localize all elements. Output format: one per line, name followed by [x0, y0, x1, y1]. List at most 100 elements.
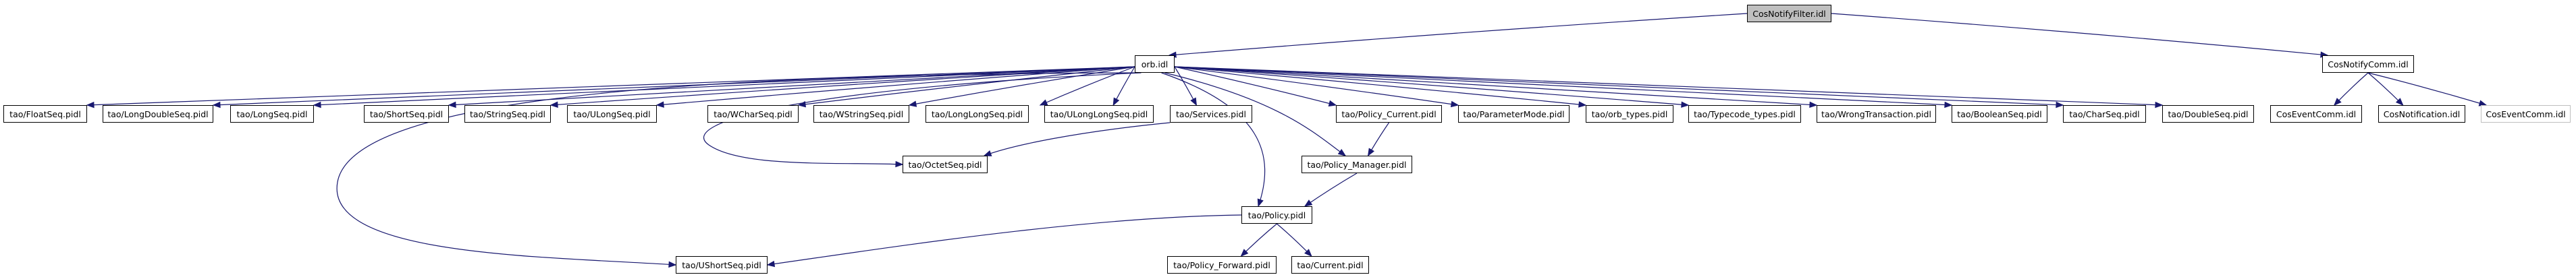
node-ushortseq-pidl[interactable]: tao/UShortSeq.pidl: [676, 256, 768, 274]
node-ulonglongseq-pidl[interactable]: tao/ULongLongSeq.pidl: [1044, 105, 1154, 123]
node-label: orb.idl: [1141, 59, 1169, 69]
edge-orb-to-parametermode: [1174, 66, 1459, 106]
edge-orb-to-typecode-types: [1174, 66, 1689, 106]
node-label: tao/StringSeq.pidl: [469, 109, 546, 119]
node-label: tao/ULongSeq.pidl: [573, 109, 651, 119]
edge-orb-to-policy-current-arrowhead: [1328, 100, 1337, 106]
node-policy-pidl[interactable]: tao/Policy.pidl: [1241, 206, 1312, 224]
edge-orb-to-orb-types-arrowhead: [1578, 101, 1587, 108]
edge-orb-to-orb-types: [1174, 66, 1586, 106]
edge-orb-to-booleanseq: [1174, 66, 1952, 106]
edge-orb-to-stringseq: [550, 66, 1135, 106]
edge-cosnotifycomm-to-coseventcomm-ext: [2367, 72, 2487, 106]
node-wcharseq-pidl[interactable]: tao/WCharSeq.pidl: [707, 105, 799, 123]
edge-orb-to-ushortseq-arrowhead: [668, 261, 677, 268]
edge-root-to-orb: [1169, 13, 1748, 56]
node-label: tao/Policy_Current.pidl: [1341, 109, 1437, 119]
node-label: CosNotifyComm.idl: [2328, 59, 2409, 69]
edge-policy-to-current-arrowhead: [1304, 249, 1312, 257]
edge-root-to-cosnotifycomm: [1831, 13, 2328, 56]
node-label: CosEventComm.idl: [2276, 109, 2357, 119]
edge-orb-to-wcharseq: [798, 66, 1135, 106]
node-orb-idl[interactable]: orb.idl: [1135, 55, 1175, 73]
node-label: tao/DoubleSeq.pidl: [2168, 109, 2249, 119]
node-coseventcomm-idl[interactable]: CosEventComm.idl: [2270, 105, 2362, 123]
node-cosnotifyfilter-idl[interactable]: CosNotifyFilter.idl: [1747, 5, 1831, 22]
edge-orb-to-wrongtransaction-arrowhead: [1809, 101, 1818, 109]
edge-orb-to-longseq-arrowhead: [313, 101, 321, 109]
edge-orb-to-ulongseq: [656, 66, 1135, 106]
edge-policy-to-ushortseq: [767, 214, 1242, 266]
node-policy-current-pidl[interactable]: tao/Policy_Current.pidl: [1336, 105, 1442, 123]
edge-orb-to-policy-current: [1174, 66, 1337, 106]
node-label: tao/Services.pidl: [1176, 109, 1246, 119]
node-label: tao/WrongTransaction.pidl: [1821, 109, 1931, 119]
node-label: tao/Typecode_types.pidl: [1694, 109, 1796, 119]
edge-orb-to-longlongseq-arrowhead: [1039, 99, 1048, 106]
node-label: tao/LongSeq.pidl: [236, 109, 308, 119]
node-policy-manager-pidl[interactable]: tao/Policy_Manager.pidl: [1302, 156, 1412, 173]
node-label: tao/ULongLongSeq.pidl: [1050, 109, 1148, 119]
edge-orb-to-typecode-types-arrowhead: [1681, 101, 1690, 108]
edge-orb-to-booleanseq-arrowhead: [1944, 101, 1953, 109]
node-longlongseq-pidl[interactable]: tao/LongLongSeq.pidl: [925, 105, 1029, 123]
node-label: tao/Policy.pidl: [1247, 210, 1306, 220]
node-typecode-types-pidl[interactable]: tao/Typecode_types.pidl: [1688, 105, 1801, 123]
node-floatseq-pidl[interactable]: tao/FloatSeq.pidl: [3, 105, 87, 123]
edge-orb-to-services-arrowhead: [1190, 97, 1198, 106]
node-doubleseq-pidl[interactable]: tao/DoubleSeq.pidl: [2162, 105, 2254, 123]
node-label: tao/UShortSeq.pidl: [682, 259, 761, 270]
node-label: tao/FloatSeq.pidl: [9, 109, 81, 119]
edge-services-to-octetseq: [984, 122, 1171, 156]
node-current-pidl[interactable]: tao/Current.pidl: [1291, 256, 1369, 274]
edge-orb-to-ulongseq-arrowhead: [655, 101, 664, 108]
node-label: tao/Current.pidl: [1297, 259, 1364, 270]
edge-services-to-octetseq-arrowhead: [983, 150, 992, 156]
edge-orb-to-stringseq-arrowhead: [549, 101, 558, 108]
node-label: tao/Policy_Forward.pidl: [1173, 259, 1270, 270]
edge-orb-to-floatseq: [86, 66, 1135, 106]
node-label: CosNotifyFilter.idl: [1752, 8, 1826, 19]
edge-policy-to-policy-forward-arrowhead: [1240, 249, 1249, 257]
node-booleanseq-pidl[interactable]: tao/BooleanSeq.pidl: [1952, 105, 2047, 123]
edge-policy-to-policy-forward: [1241, 223, 1277, 257]
node-label: tao/ParameterMode.pidl: [1463, 109, 1565, 119]
node-longseq-pidl[interactable]: tao/LongSeq.pidl: [230, 105, 314, 123]
edge-policy-to-current: [1277, 223, 1312, 257]
node-parametermode-pidl[interactable]: tao/ParameterMode.pidl: [1458, 105, 1569, 123]
node-label: tao/OctetSeq.pidl: [908, 159, 982, 170]
node-wrongtransaction-pidl[interactable]: tao/WrongTransaction.pidl: [1817, 105, 1936, 123]
node-cosnotifycomm-idl[interactable]: CosNotifyComm.idl: [2322, 55, 2414, 73]
edge-orb-to-doubleseq-arrowhead: [2155, 101, 2164, 109]
edge-orb-to-policy-manager: [1164, 72, 1346, 156]
edge-orb-to-wrongtransaction: [1174, 66, 1817, 106]
edge-orb-to-floatseq-arrowhead: [86, 101, 95, 109]
edge-orb-to-longlongseq: [1040, 66, 1135, 106]
node-shortseq-pidl[interactable]: tao/ShortSeq.pidl: [364, 105, 449, 123]
edge-orb-to-wstringseq: [909, 66, 1135, 106]
node-wstringseq-pidl[interactable]: tao/WStringSeq.pidl: [813, 105, 909, 123]
edge-orb-to-policy-arrowhead: [1257, 198, 1264, 208]
edge-orb-to-policy-manager-arrowhead: [1337, 148, 1347, 156]
edge-orb-to-ushortseq: [336, 72, 1138, 266]
edge-orb-to-longdoubleseq-arrowhead: [212, 101, 221, 109]
node-ulongseq-pidl[interactable]: tao/ULongSeq.pidl: [567, 105, 657, 123]
node-services-pidl[interactable]: tao/Services.pidl: [1170, 105, 1252, 123]
node-longdoubleseq-pidl[interactable]: tao/LongDoubleSeq.pidl: [103, 105, 213, 123]
node-label: tao/CharSeq.pidl: [2069, 109, 2140, 119]
node-label: tao/LongDoubleSeq.pidl: [107, 109, 209, 119]
edge-orb-to-ulonglongseq-arrowhead: [1112, 97, 1120, 106]
edge-orb-to-longdoubleseq: [213, 66, 1135, 106]
node-charseq-pidl[interactable]: tao/CharSeq.pidl: [2063, 105, 2146, 123]
edge-orb-to-policy: [1161, 72, 1266, 207]
node-stringseq-pidl[interactable]: tao/StringSeq.pidl: [464, 105, 551, 123]
edge-policy-current-to-policy-manager-arrowhead: [1367, 148, 1375, 157]
edge-orb-to-wstringseq-arrowhead: [908, 100, 917, 107]
node-orb-types-pidl[interactable]: tao/orb_types.pidl: [1586, 105, 1673, 123]
node-label: tao/Policy_Manager.pidl: [1307, 159, 1407, 170]
node-cosnotification-idl[interactable]: CosNotification.idl: [2378, 105, 2465, 123]
node-octetseq-pidl[interactable]: tao/OctetSeq.pidl: [903, 156, 988, 173]
edge-orb-to-charseq-arrowhead: [2056, 101, 2064, 109]
node-policy-forward-pidl[interactable]: tao/Policy_Forward.pidl: [1167, 256, 1277, 274]
